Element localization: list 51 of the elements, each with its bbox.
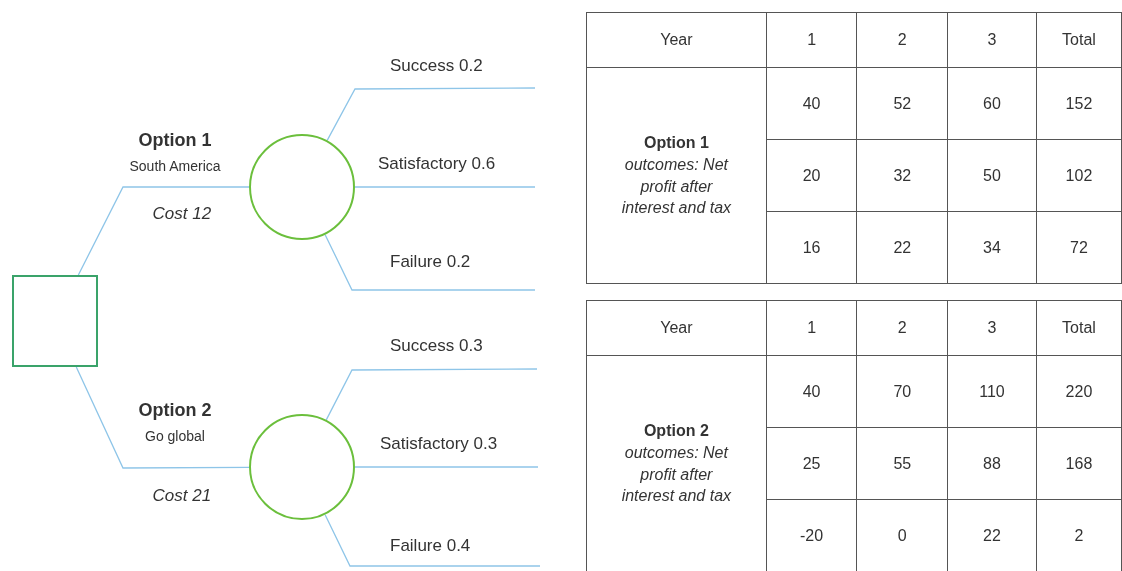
table-cell: 55	[856, 427, 948, 500]
table-cell: 102	[1036, 139, 1122, 212]
cost-label: Cost 21	[152, 486, 212, 506]
table-cell: 220	[1036, 355, 1122, 428]
branch-line	[75, 366, 250, 469]
chance-circle	[249, 414, 355, 520]
column-header: 3	[947, 300, 1037, 356]
branch-line	[354, 186, 536, 188]
table-cell: 88	[947, 427, 1037, 500]
chance-circle	[249, 134, 355, 240]
branch-line	[326, 87, 536, 142]
column-header: Total	[1036, 12, 1122, 68]
branch-line	[325, 368, 538, 421]
table-cell: 168	[1036, 427, 1122, 500]
option-title: Option 1	[138, 130, 212, 151]
option-title: Option 2	[138, 400, 212, 421]
column-header: 2	[856, 300, 948, 356]
column-header: Year	[586, 300, 767, 356]
branch-line	[354, 466, 539, 468]
row-heading: Option 1 outcomes: Net profit after interest and tax	[620, 133, 733, 219]
table-cell: 70	[856, 355, 948, 428]
branch-line	[77, 186, 250, 276]
column-header: 2	[856, 12, 948, 68]
table-cell: 22	[856, 211, 948, 284]
table-cell: 110	[947, 355, 1037, 428]
table-cell: 20	[766, 139, 857, 212]
row-heading: Option 2 outcomes: Net profit after interest and tax	[620, 421, 733, 507]
table-cell: 16	[766, 211, 857, 284]
table-cell: 152	[1036, 67, 1122, 140]
branch-line	[324, 514, 541, 567]
table-cell: 50	[947, 139, 1037, 212]
table-cell: 32	[856, 139, 948, 212]
table-cell: 72	[1036, 211, 1122, 284]
option-name: Go global	[145, 428, 205, 444]
column-header: 1	[766, 300, 857, 356]
table-cell: 34	[947, 211, 1037, 284]
table-cell: 60	[947, 67, 1037, 140]
branch-line	[324, 234, 536, 291]
decision-square	[12, 275, 98, 367]
edge-label: Satisfactory 0.3	[378, 434, 500, 454]
edge-label: Satisfactory 0.6	[376, 154, 498, 174]
column-header: 1	[766, 12, 857, 68]
cost-label: Cost 12	[152, 204, 212, 224]
option-name: South America	[129, 158, 221, 174]
table-cell: 25	[766, 427, 857, 500]
table-cell: 40	[766, 67, 857, 140]
table-cell: 40	[766, 355, 857, 428]
table-cell: 52	[856, 67, 948, 140]
column-header: 3	[947, 12, 1037, 68]
column-header: Year	[586, 12, 767, 68]
column-header: Total	[1036, 300, 1122, 356]
